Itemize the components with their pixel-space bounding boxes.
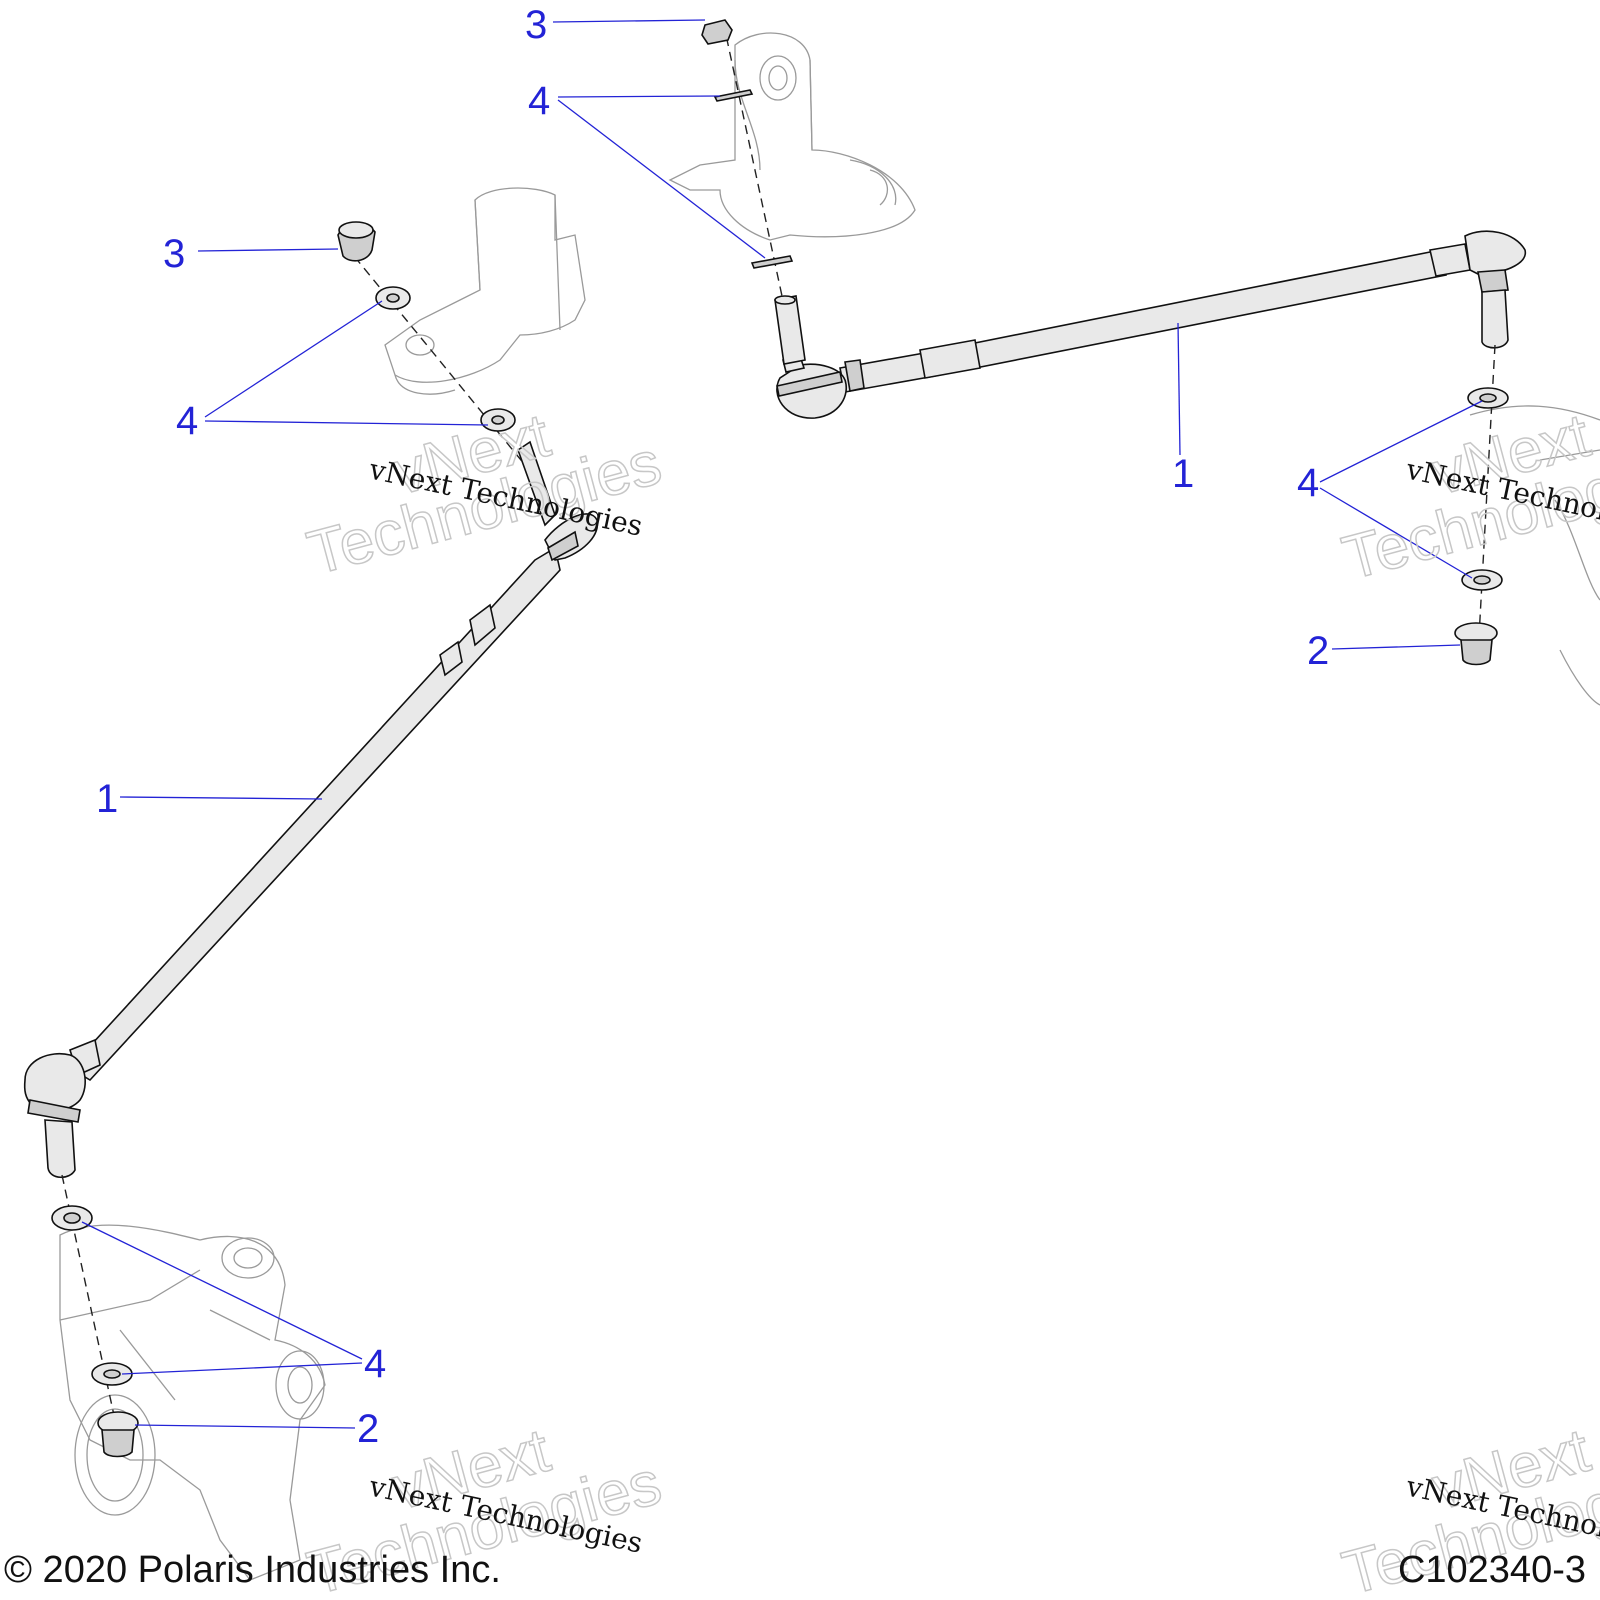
watermark-upper-right: vNext Technologies vNext Technologies [1335,400,1600,594]
callout-4-bottom: 4 [364,1342,386,1386]
tie-rod-lower-left [23,244,599,1421]
washer-item4-right-lower [1461,569,1503,591]
callout-3-top: 3 [525,3,547,47]
tie-rod-upper-right [725,34,1526,656]
washer-item4-bottom-lower [91,1362,133,1386]
callout-1-left: 1 [96,777,118,821]
callout-2-right: 2 [1307,629,1329,673]
leader-lines [81,19,1483,1429]
callout-4-top: 4 [528,79,550,123]
steering-knuckle-top-ghost [668,32,916,241]
callout-2-bottom: 2 [357,1407,379,1451]
callout-3-left: 3 [163,232,185,276]
washer-item4-left-upper [375,286,411,310]
washer-item4-top-upper [713,89,754,102]
washer-item4-bottom-upper [51,1205,93,1231]
figure-id: C102340-3 [1398,1549,1586,1591]
steering-knuckle-right-ghost [1469,405,1600,706]
nut-item3-top [701,19,733,45]
watermark-upper-left: vNext Technologies vNext Technologies [300,400,669,589]
callout-1-right: 1 [1172,452,1194,496]
steering-knuckle-left-ghost [384,187,586,395]
copyright-text: © 2020 Polaris Industries Inc. [4,1549,501,1591]
washer-item4-left-lower [480,408,516,432]
callout-4-left: 4 [176,399,198,443]
nut-item2-right [1454,622,1498,666]
callout-4-right: 4 [1297,461,1319,505]
nut-item2-bottom [97,1411,139,1458]
nut-item3-left [337,221,376,262]
steering-knuckle-bottom-ghost [59,1224,326,1581]
washer-item4-top-lower [750,255,794,269]
